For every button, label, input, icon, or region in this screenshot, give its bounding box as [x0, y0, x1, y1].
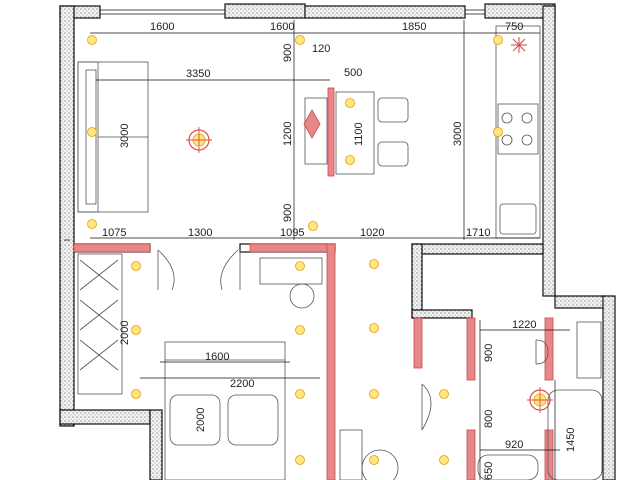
- bath-door: [421, 383, 432, 431]
- dim-v-1450: 1450: [565, 428, 577, 452]
- ceiling-light-icon: [369, 389, 379, 399]
- dim-v-3000-left: 3000: [119, 124, 131, 148]
- wall-bath-mid-lower: [466, 429, 476, 480]
- wall-bottom-left-down: [149, 409, 163, 480]
- ceiling-light-icon: [295, 35, 305, 45]
- dim-v-1100: 1100: [353, 122, 365, 146]
- dim-v-650: 650: [483, 462, 495, 480]
- ceiling-light-icon: [369, 323, 379, 333]
- dim-120: 120: [312, 43, 330, 55]
- ceiling-light-icon: [295, 389, 305, 399]
- bedroom-doors: [157, 249, 241, 291]
- wall-bottom-left: [59, 409, 151, 425]
- ceiling-light-icon: [295, 455, 305, 465]
- ceiling-light-icon: [87, 127, 97, 137]
- interior-walls: [73, 87, 554, 480]
- ceiling-light-icon: [295, 261, 305, 271]
- wall-bath-mid: [466, 317, 476, 381]
- dim-2200: 2200: [230, 378, 254, 390]
- ceiling-lights: [87, 35, 553, 465]
- wall-corridor-left: [326, 243, 336, 480]
- desk: [259, 257, 323, 309]
- dining-table: [303, 91, 375, 175]
- wall-right-step: [554, 295, 606, 309]
- ceiling-light-icon: [345, 155, 355, 165]
- dim-1075: 1075: [102, 227, 126, 239]
- ceiling-light-icon: [439, 455, 449, 465]
- wall-bath-top: [411, 243, 544, 255]
- dim-v-1200: 1200: [282, 122, 294, 146]
- wall-top-window-left: [224, 3, 306, 19]
- dim-1600-bed: 1600: [205, 351, 229, 363]
- bar-counter: [327, 87, 335, 177]
- dim-1095: 1095: [280, 227, 304, 239]
- wall-right-upper: [542, 5, 556, 297]
- dim-1300: 1300: [188, 227, 212, 239]
- wall-right-lower: [602, 295, 616, 480]
- sofa: [77, 61, 149, 213]
- dim-1710: 1710: [466, 227, 490, 239]
- wall-bath-left-upper: [411, 243, 423, 319]
- wardrobe: [77, 253, 123, 395]
- dim-top-1600-b: 1600: [270, 21, 294, 33]
- dim-1020: 1020: [360, 227, 384, 239]
- dim-v-900-top: 900: [282, 44, 294, 62]
- ceiling-light-icon: [87, 219, 97, 229]
- ceiling-light-icon: [131, 261, 141, 271]
- ceiling-light-icon: [308, 221, 318, 231]
- ceiling-light-icon: [493, 35, 503, 45]
- furniture: [77, 25, 603, 480]
- dim-v-2000-bed: 2000: [195, 408, 207, 432]
- outer-walls: [59, 3, 616, 480]
- dim-top-1600-a: 1600: [150, 21, 174, 33]
- chandelier-icon: [527, 387, 553, 413]
- wall-bath-shelf: [411, 309, 473, 319]
- dim-1220: 1220: [512, 319, 536, 331]
- dimension-labels: 1600 1600 1850 750 900 120 3350 500 3000…: [102, 21, 577, 480]
- ceiling-light-icon: [369, 259, 379, 269]
- dim-3350: 3350: [186, 68, 210, 80]
- dim-v-900-bath: 900: [483, 344, 495, 362]
- dim-v-3000-right: 3000: [452, 122, 464, 146]
- ceiling-light-icon: [369, 455, 379, 465]
- dim-v-800: 800: [483, 410, 495, 428]
- wall-wc-left-lower: [544, 429, 554, 480]
- bar-stools: [377, 97, 409, 167]
- ceiling-light-icon: [345, 98, 355, 108]
- wall-wc-left: [544, 317, 554, 381]
- bath-fixtures: [339, 321, 603, 480]
- dim-v-2000-wardrobe: 2000: [119, 321, 131, 345]
- dim-v-900-mid: 900: [282, 204, 294, 222]
- ceiling-light-icon: [295, 325, 305, 335]
- dim-920: 920: [505, 439, 523, 451]
- dim-top-1850: 1850: [402, 21, 426, 33]
- ceiling-light-icon: [493, 127, 503, 137]
- wall-top-mid: [304, 5, 466, 19]
- ceiling-light-icon: [131, 325, 141, 335]
- ceiling-light-icon: [439, 389, 449, 399]
- wall-left: [59, 5, 75, 427]
- wall-bath-left: [413, 317, 423, 369]
- dim-500: 500: [344, 67, 362, 79]
- dimension-lines: [90, 20, 570, 480]
- extractor-fan-icon: [511, 37, 527, 53]
- ceiling-light-icon: [131, 389, 141, 399]
- dim-top-750: 750: [505, 21, 523, 33]
- chandelier-icon: [186, 127, 212, 153]
- bed: [164, 341, 286, 480]
- ceiling-light-icon: [87, 35, 97, 45]
